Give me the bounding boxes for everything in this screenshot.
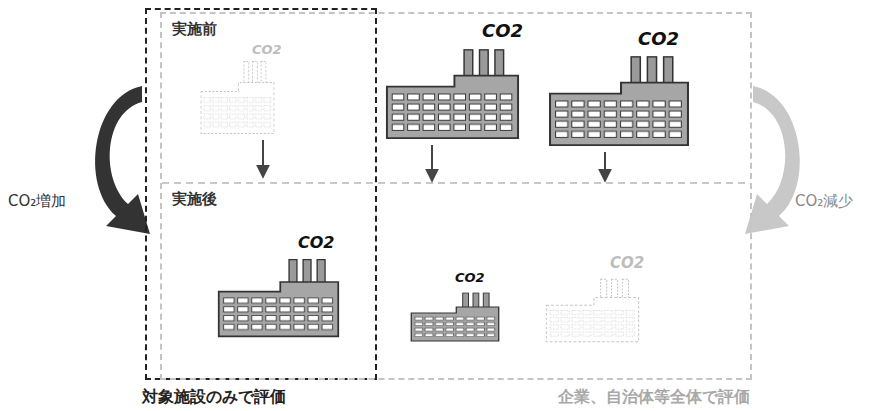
row-label: 実施後 [172, 190, 217, 208]
change-arrow [431, 145, 433, 180]
organization-scope: 企業、自治体等全体で評価 [160, 12, 752, 380]
factory-icon-removed [546, 279, 638, 341]
decrease-label: CO₂減少 [795, 192, 853, 210]
factory-icon [387, 50, 518, 138]
change-arrow [604, 152, 606, 180]
emission-label: CO2 [638, 28, 679, 50]
factory-icon-removed [201, 62, 274, 134]
increase-arrow [95, 86, 150, 234]
row-divider [162, 182, 750, 184]
emission-label: CO2 [482, 20, 523, 42]
emission-label: CO2 [252, 42, 282, 58]
scope-caption: 対象施設のみで評価 [142, 387, 286, 406]
row-label: 実施前 [172, 20, 217, 38]
scope-caption: 企業、自治体等全体で評価 [558, 387, 750, 406]
factory-icon [550, 57, 688, 145]
emission-label: CO2 [298, 233, 334, 252]
change-arrow [262, 140, 264, 176]
factory-icon [411, 293, 498, 341]
decrease-arrow [745, 86, 800, 234]
emission-label: CO2 [610, 254, 644, 272]
increase-label: CO₂増加 [8, 192, 66, 210]
factory-icon [219, 260, 338, 337]
emission-label: CO2 [455, 270, 485, 286]
